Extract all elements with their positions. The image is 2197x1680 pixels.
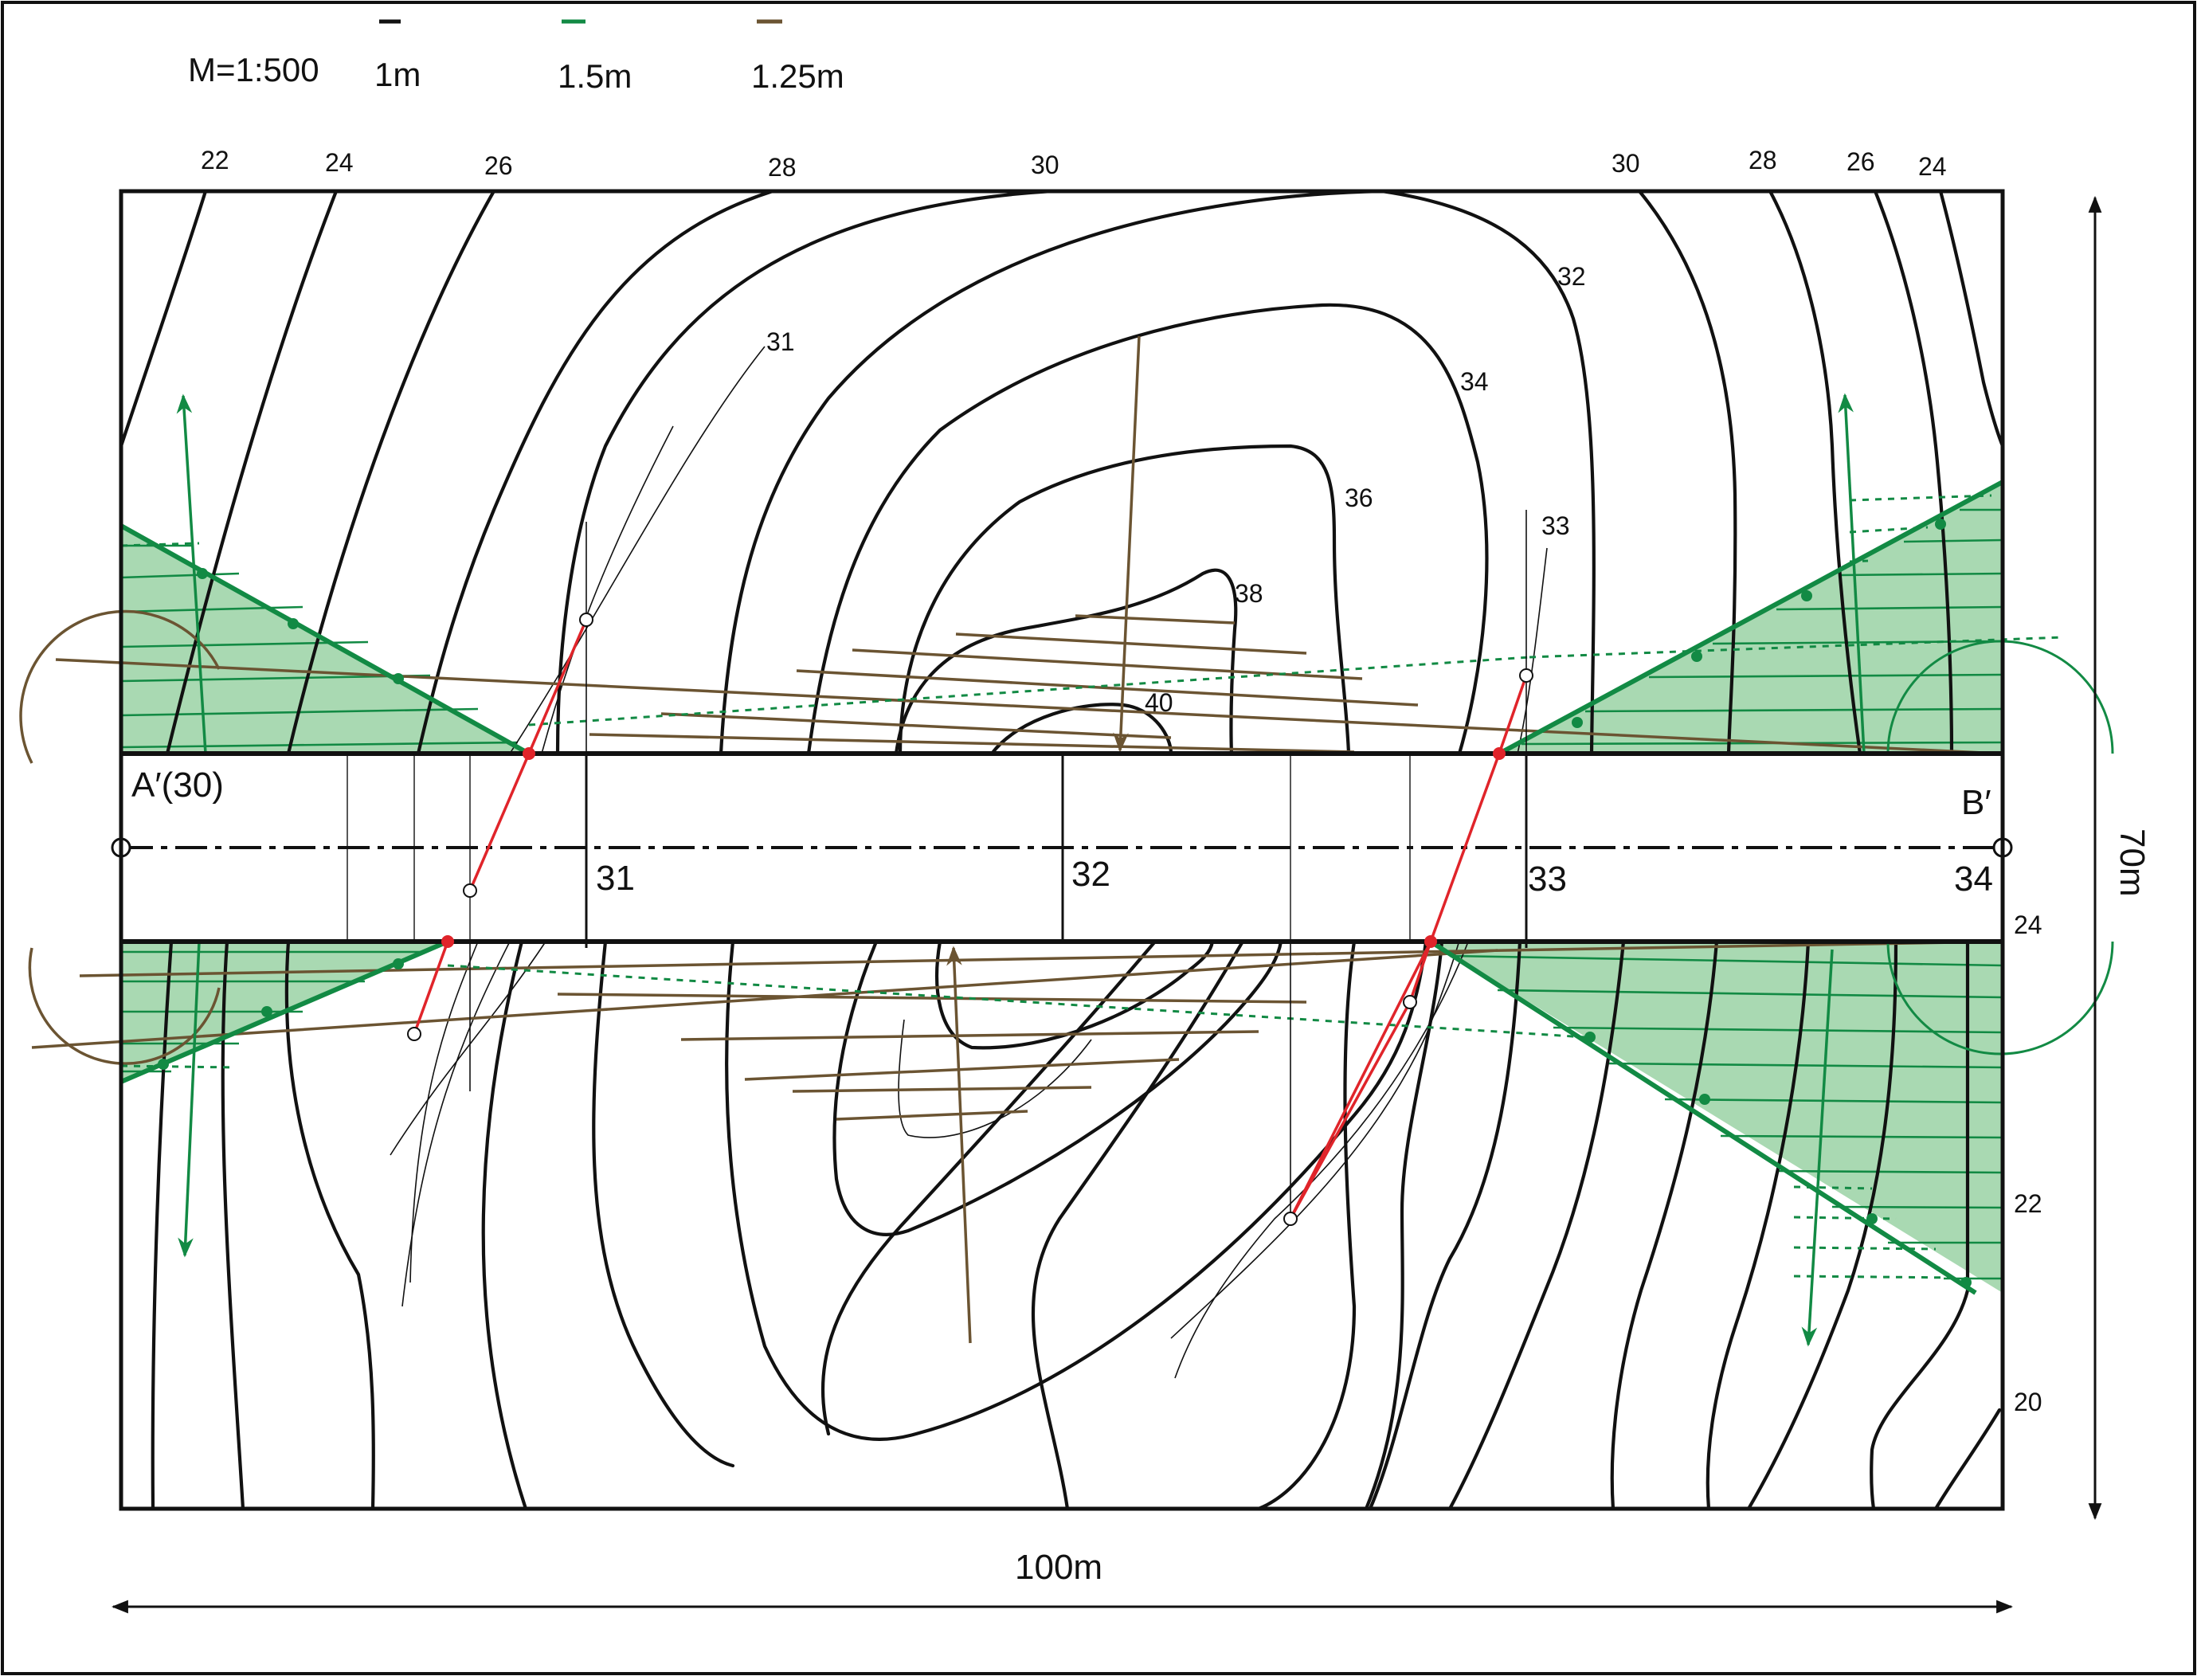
- contour-label-top: 30: [1612, 149, 1640, 178]
- contour-line: [1368, 939, 1522, 1509]
- contour-line-minor: [1517, 547, 1548, 754]
- contour-line: [1870, 939, 1970, 1509]
- contour-label-top: 28: [768, 153, 797, 182]
- station-label: 31: [596, 859, 635, 898]
- station-label: 33: [1528, 860, 1567, 899]
- contour-label: 32: [1557, 262, 1586, 291]
- contour-line: [725, 939, 1428, 1441]
- contour-line: [1938, 191, 2003, 448]
- contour-line: [1637, 191, 1737, 756]
- contour-line: [898, 444, 1351, 756]
- legend-label-1m: 1m: [374, 56, 421, 93]
- contour-line: [592, 939, 735, 1468]
- contour-label-top: 26: [1846, 147, 1875, 176]
- contour-line: [416, 191, 775, 756]
- contour-label-right: 24: [2014, 910, 2042, 939]
- contour-line: [1706, 939, 1811, 1509]
- contour-line-minor: [898, 1019, 1092, 1138]
- station-label: 32: [1071, 855, 1110, 894]
- contour-line: [286, 191, 496, 756]
- map-contour-labels: 31 32 34 36 38 40 33: [766, 262, 1586, 717]
- contour-line: [121, 191, 208, 448]
- contour-label: 33: [1541, 511, 1570, 540]
- contour-line: [481, 939, 528, 1509]
- brown-lines: [19, 335, 2000, 1344]
- contour-line-minor: [509, 346, 766, 754]
- contour-line: [1873, 191, 1954, 756]
- contour-line: [1256, 939, 1357, 1509]
- contour-line: [151, 939, 174, 1509]
- legend: M=1:500 1m 1.5m 1.25m: [188, 19, 844, 95]
- contour-line: [832, 939, 1283, 1236]
- contour-line: [1610, 939, 1719, 1509]
- contour-line-minor: [409, 941, 479, 1283]
- contour-label-right: 22: [2014, 1189, 2042, 1218]
- contour-line: [935, 939, 1215, 1050]
- height-dimension-label: 70m: [2113, 828, 2152, 897]
- contour-line: [165, 191, 339, 756]
- contour-line: [719, 191, 1384, 756]
- contour-label-top: 26: [484, 151, 513, 180]
- contour-line: [894, 568, 1238, 756]
- road-end-label: B′: [1961, 783, 1991, 822]
- contour-label: 40: [1145, 688, 1173, 717]
- contour-line: [806, 303, 1489, 756]
- legend-label-1-5m: 1.5m: [558, 57, 632, 95]
- contour-label: 31: [766, 327, 795, 356]
- contour-line: [221, 939, 245, 1509]
- contour-line: [820, 939, 1157, 1436]
- contour-line: [1031, 939, 1245, 1509]
- contour-label-top: 28: [1749, 146, 1777, 174]
- green-lines: [119, 393, 2114, 1347]
- contour-line-minor: [390, 941, 546, 1156]
- road-start-label: A′(30): [131, 766, 224, 805]
- contour-label: 34: [1460, 367, 1489, 396]
- contour-label: 36: [1345, 484, 1373, 512]
- scale-label: M=1:500: [188, 51, 319, 88]
- contour-line: [1364, 939, 1444, 1509]
- contour-label-top: 24: [325, 148, 354, 177]
- contour-line-minor: [541, 425, 674, 754]
- contour-line: [1746, 939, 1898, 1509]
- contour-line: [284, 939, 375, 1509]
- contour-line: [1380, 191, 1596, 756]
- contour-line: [1933, 1408, 2002, 1509]
- road-strip: A′(30) B′ 31 32 33 34: [111, 751, 2013, 948]
- map-frame: [119, 189, 2005, 1511]
- contour-lines: [121, 191, 2003, 1509]
- contour-label: 38: [1235, 579, 1263, 608]
- earthwork-area-bottom-right: [1431, 942, 2003, 1293]
- contour-label-right: 20: [2014, 1388, 2042, 1416]
- top-contour-labels: 22 24 26 28 30 30 28 26 24: [201, 146, 1947, 182]
- contour-label-top: 24: [1918, 152, 1947, 181]
- contour-line: [989, 703, 1173, 756]
- contour-label-top: 30: [1031, 151, 1059, 179]
- guide-lines: [469, 510, 1527, 1219]
- right-contour-labels: 24 22 20: [2014, 910, 2042, 1416]
- station-label: 34: [1954, 860, 1993, 899]
- contour-label-top: 22: [201, 146, 229, 174]
- red-lines: [407, 613, 1533, 1226]
- legend-label-1-25m: 1.25m: [751, 57, 844, 95]
- dimensions: 100m 70m: [111, 195, 2152, 1614]
- width-dimension-label: 100m: [1015, 1548, 1102, 1587]
- contour-line: [1768, 191, 1862, 756]
- contour-line: [555, 191, 1054, 756]
